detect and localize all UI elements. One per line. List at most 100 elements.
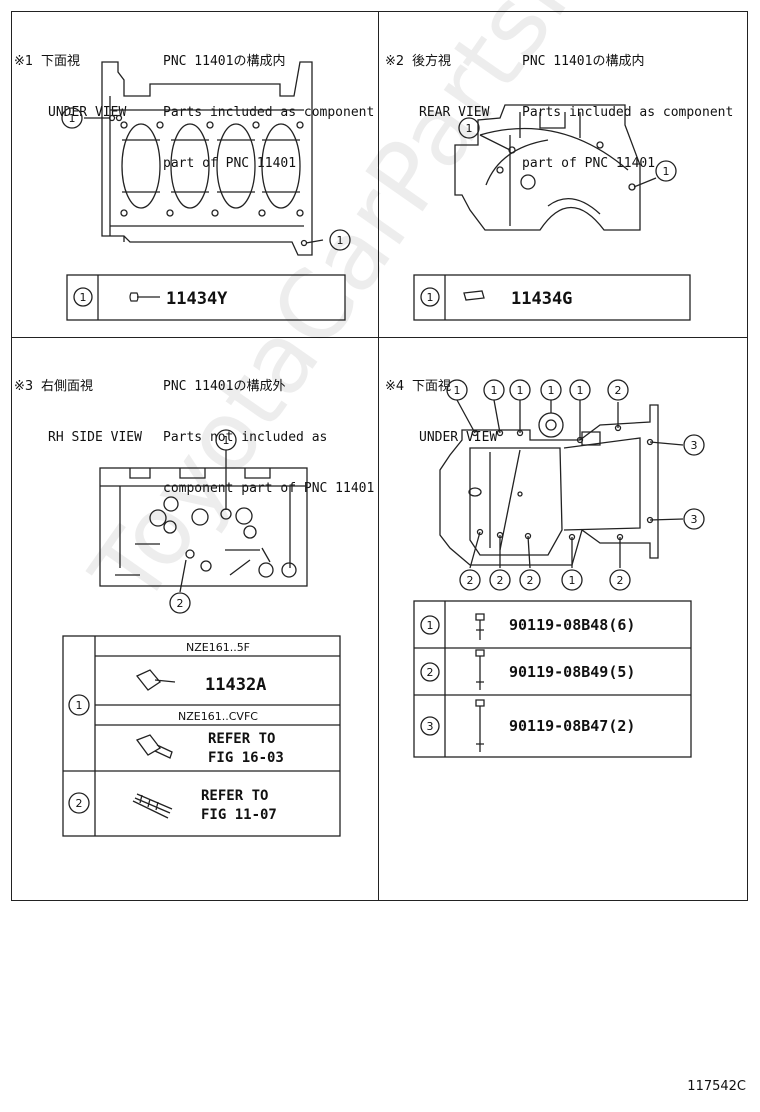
panel4-callout-top-5 — [569, 379, 591, 401]
panel4-view-en: UNDER VIEW — [419, 430, 498, 445]
panel3-row1-num: 1 — [76, 699, 83, 712]
panel3-view-en: RH SIDE VIEW — [48, 430, 142, 445]
panel3-part-a: 11432A — [205, 675, 266, 695]
panel3-parts-table — [62, 635, 341, 837]
panel1-callout-1b — [329, 229, 351, 251]
panel1-part-number: 11434Y — [166, 289, 228, 309]
panel4-callout-right-2-label: 3 — [691, 513, 698, 526]
panel4-callouts — [446, 379, 705, 591]
panel1-table-num: 1 — [80, 291, 87, 304]
panel2-view-en: REAR VIEW — [419, 105, 490, 120]
panel1-note-en-2: part of PNC 11401 — [163, 156, 297, 171]
panel1-note: PNC 11401の構成内 Parts included as componen… — [163, 19, 374, 189]
panel1-header: ※1 下面視 UNDER VIEW — [14, 19, 126, 138]
panel2-parts-table — [413, 274, 691, 321]
panel2-note-jp: PNC 11401の構成内 — [522, 54, 645, 69]
panel2-callout-1b — [655, 160, 677, 182]
panel4-callout-bottom-4 — [561, 569, 583, 591]
panel3-mark: ※3 — [14, 379, 34, 394]
panel3-variant-a: NZE161..5F — [186, 641, 250, 654]
panel2-table-num: 1 — [427, 291, 434, 304]
panel2-engine-rear-drawing — [454, 104, 657, 231]
panel4-row2-part: 90119-08B49(5) — [509, 663, 635, 681]
panel4-mark: ※4 — [385, 379, 405, 394]
panel3-note: PNC 11401の構成外 Parts not included as comp… — [163, 344, 374, 514]
panel4-row2-qty: (5) — [608, 663, 635, 681]
panel4-row1-part-number: 90119-08B48 — [509, 616, 608, 634]
panel4-callout-top-4-label: 1 — [548, 384, 555, 397]
panel1-note-jp: PNC 11401の構成内 — [163, 54, 286, 69]
panel4-callout-right-2 — [683, 508, 705, 530]
panel4-callout-bottom-3-label: 2 — [527, 574, 534, 587]
panel4-callout-right-1 — [683, 434, 705, 456]
panel3-callout-2 — [169, 592, 191, 614]
panel3-callout-1-label: 1 — [223, 434, 230, 447]
panel4-callout-bottom-2 — [489, 569, 511, 591]
panel4-callout-top-6-label: 2 — [615, 384, 622, 397]
panel4-callout-bottom-2-label: 2 — [497, 574, 504, 587]
panel4-callout-top-2 — [483, 379, 505, 401]
panel4-callout-top-1-label: 1 — [454, 384, 461, 397]
panel2-note: PNC 11401の構成内 Parts included as componen… — [522, 19, 733, 189]
panel3-callout-1 — [215, 429, 237, 451]
panel3-engine-side-drawing — [99, 450, 308, 593]
panel4-parts-table — [413, 600, 692, 758]
panel2-callout-1a-label: 1 — [466, 122, 473, 135]
panel4-row1-part: 90119-08B48(6) — [509, 616, 635, 634]
diagram-frame — [11, 11, 748, 901]
panel-divider-vertical — [378, 11, 379, 901]
panel4-callout-bottom-3 — [519, 569, 541, 591]
panel2-part-number: 11434G — [511, 289, 572, 309]
panel4-oil-pan-drawing — [439, 399, 684, 569]
panel2-mark: ※2 — [385, 54, 405, 69]
panel4-callout-bottom-4-label: 1 — [569, 574, 576, 587]
panel4-row2-part-number: 90119-08B49 — [509, 663, 608, 681]
panel2-view-jp: 後方視 — [412, 54, 452, 69]
panel1-callout-1a — [61, 107, 83, 129]
panel4-header: ※4 下面視 UNDER VIEW — [385, 344, 497, 463]
panel1-note-en-1: Parts included as component — [163, 105, 375, 120]
panel3-ref-2-line2: FIG 11-07 — [201, 807, 277, 823]
panel4-callout-bottom-5 — [609, 569, 631, 591]
panel1-parts-table — [66, 274, 346, 321]
panel4-row1-num: 1 — [427, 619, 434, 632]
panel1-cylinder-bores — [121, 123, 301, 209]
panel3-note-jp: PNC 11401の構成外 — [163, 379, 286, 394]
panel4-row1-qty: (6) — [608, 616, 635, 634]
panel1-view-jp: 下面視 — [41, 54, 81, 69]
panel2-header: ※2 後方視 REAR VIEW — [385, 19, 489, 138]
panel4-callout-bottom-1-label: 2 — [467, 574, 474, 587]
panel4-row3-part-number: 90119-08B47 — [509, 717, 608, 735]
panel4-row2-num: 2 — [427, 666, 434, 679]
panel3-view-jp: 右側面視 — [41, 379, 94, 394]
panel4-callout-top-6 — [607, 379, 629, 401]
panel4-callout-top-1 — [446, 379, 468, 401]
panel4-callout-right-1-label: 3 — [691, 439, 698, 452]
panel2-callout-1b-label: 1 — [663, 165, 670, 178]
panel4-callout-top-5-label: 1 — [577, 384, 584, 397]
panel-divider-horizontal — [11, 337, 748, 338]
panel3-variant-b: NZE161..CVFC — [178, 710, 258, 723]
figure-number: 117542C — [687, 1079, 746, 1094]
panel4-callout-bottom-1 — [459, 569, 481, 591]
panel4-callout-top-3 — [509, 379, 531, 401]
panel3-ref-b-line2: FIG 16-03 — [208, 750, 284, 766]
panel2-callout-1a — [458, 117, 480, 139]
panel3-callout-2-label: 2 — [177, 597, 184, 610]
panel1-callout-1a-label: 1 — [69, 112, 76, 125]
panel4-callout-bottom-5-label: 2 — [617, 574, 624, 587]
panel1-mark: ※1 — [14, 54, 34, 69]
panel4-callout-top-4 — [540, 379, 562, 401]
panel4-row3-qty: (2) — [608, 717, 635, 735]
panel4-row3-num: 3 — [427, 720, 434, 733]
panel3-ref-2-line1: REFER TO — [201, 788, 268, 804]
panel1-callout-1b-label: 1 — [337, 234, 344, 247]
panel4-callout-top-2-label: 1 — [491, 384, 498, 397]
panel4-row3-part: 90119-08B47(2) — [509, 717, 635, 735]
panel3-row2-num: 2 — [76, 797, 83, 810]
panel3-header: ※3 右側面視 RH SIDE VIEW — [14, 344, 142, 463]
panel3-ref-b-line1: REFER TO — [208, 731, 275, 747]
panel4-callout-top-3-label: 1 — [517, 384, 524, 397]
panel2-note-en-1: Parts included as component — [522, 105, 734, 120]
panel3-note-en-2: component part of PNC 11401 — [163, 481, 375, 496]
